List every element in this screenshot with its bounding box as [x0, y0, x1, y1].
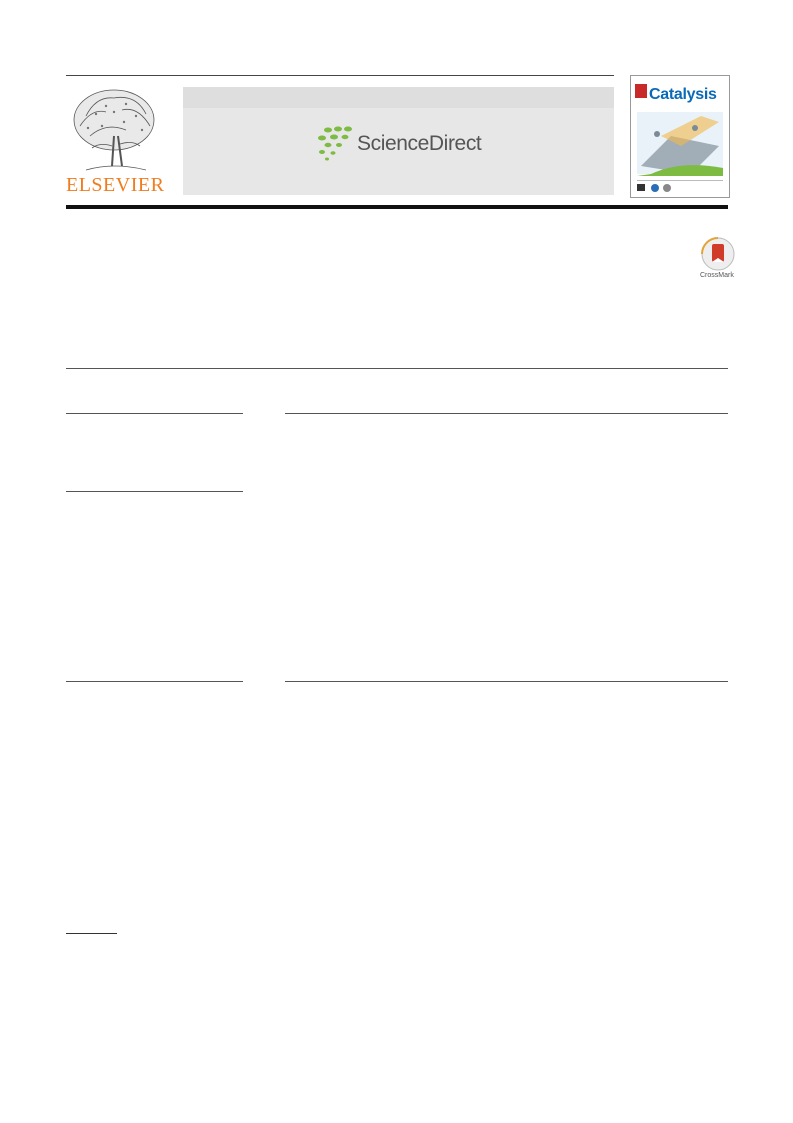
crossmark-icon[interactable]: [698, 236, 742, 284]
left-column-end-rule: [66, 681, 243, 682]
keywords-rule: [66, 491, 243, 492]
sciencedirect-wordmark: ScienceDirect: [357, 132, 482, 155]
abstract-end-rule: [285, 681, 728, 682]
article-info-rule: [66, 413, 243, 414]
header-thick-rule: [66, 205, 728, 209]
sciencedirect-dots-icon: [318, 126, 352, 161]
elsevier-tree-logo: [73, 89, 155, 171]
journal-cover-art: [635, 84, 723, 192]
journal-cover[interactable]: Catalysis: [630, 75, 730, 198]
journal-cover-title: Catalysis: [649, 86, 717, 103]
title-block-rule: [66, 368, 728, 369]
abstract-rule: [285, 413, 728, 414]
elsevier-wordmark: ELSEVIER: [66, 174, 165, 196]
sciencedirect-banner-strip: [183, 87, 614, 108]
crossmark-label: CrossMark: [700, 272, 734, 279]
footnote-rule: [66, 933, 117, 934]
header-top-rule: [66, 75, 614, 76]
